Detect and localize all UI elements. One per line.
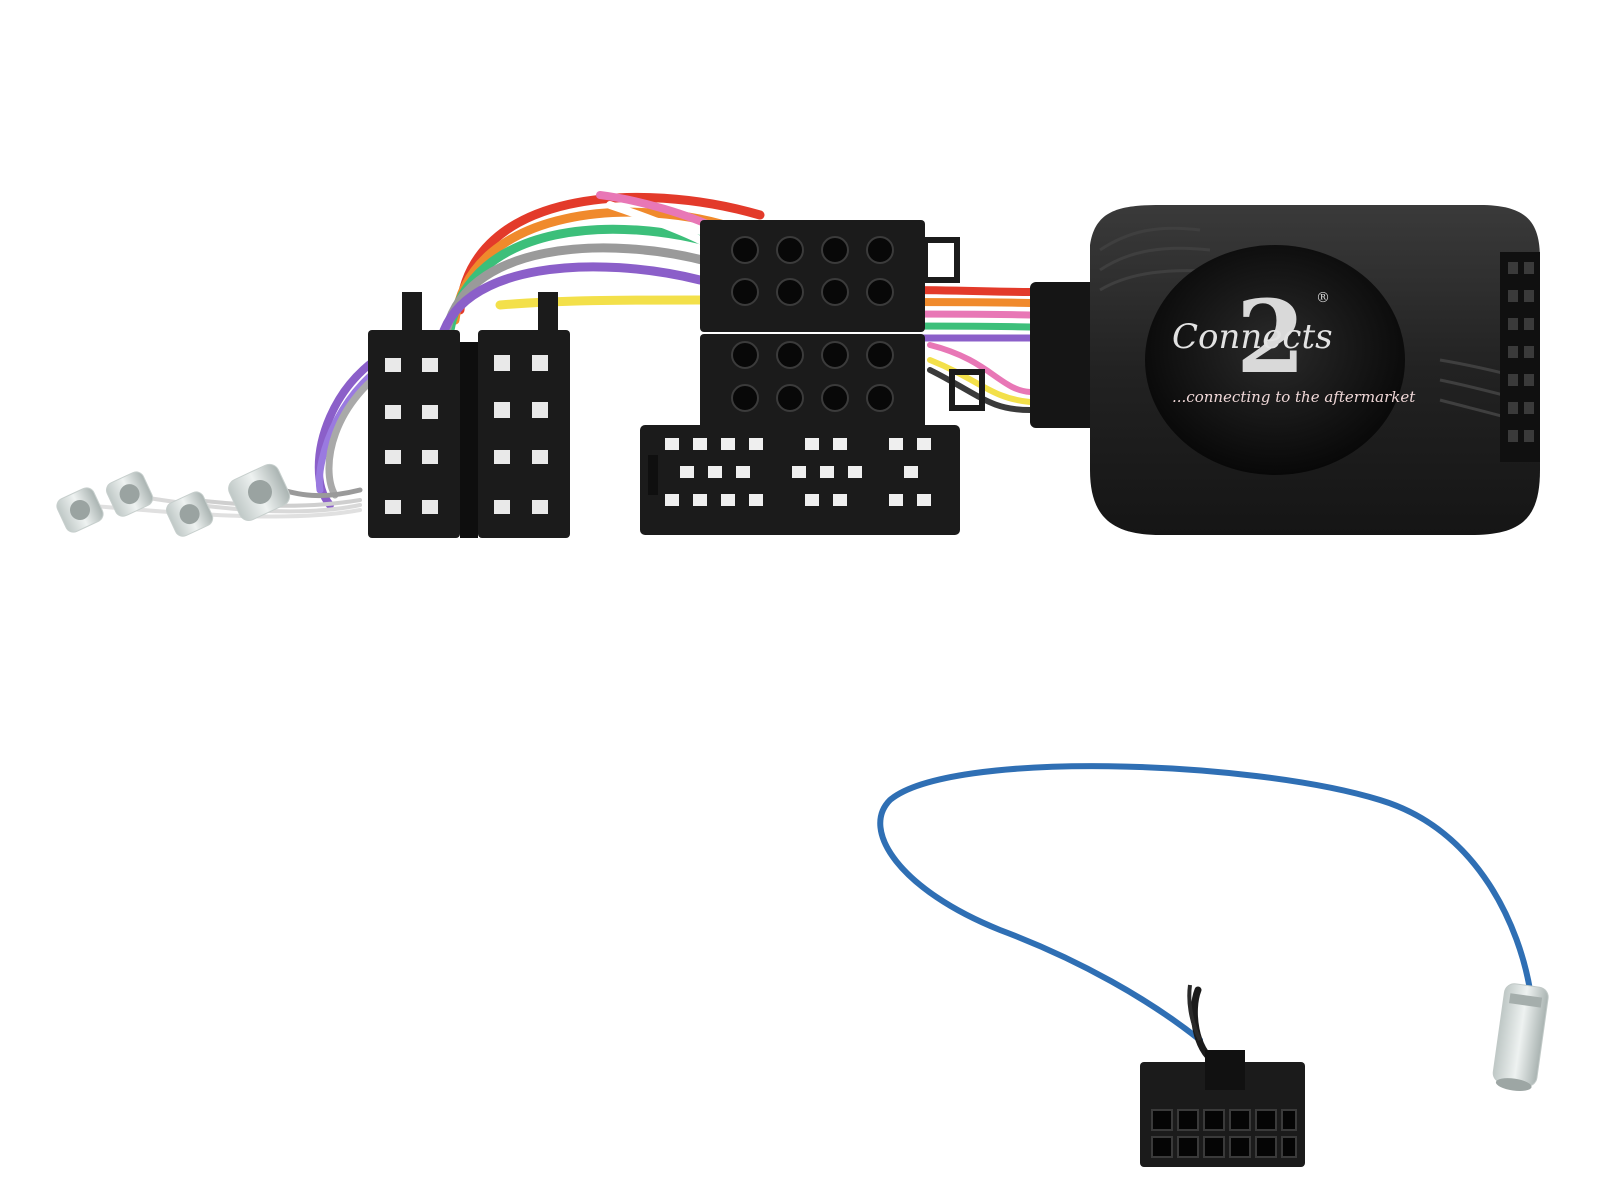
patch-lead-icon [877,763,1549,1167]
brand-tagline: ...connecting to the aftermarket [1172,388,1416,406]
bullet-connector-icon [105,471,154,517]
molex-connector-icon [1140,1050,1305,1167]
brand-digit: 2 [1236,278,1306,396]
registered-mark: ® [1316,290,1330,306]
iso-dual-8pin-icon [368,292,570,538]
iso-quadlock-icon [640,220,985,535]
stalk-interface-box-icon [1030,205,1540,535]
brand-word: Connects [1172,317,1333,357]
bullet-connector-icon [228,463,291,521]
bullet-connectors [56,463,291,537]
bullet-connector-icon [56,487,104,533]
brand-logo: 2 Connects ® ...connecting to the afterm… [1172,278,1416,406]
bullet-connector-icon [165,491,214,537]
antenna-plug-icon [1492,983,1549,1092]
